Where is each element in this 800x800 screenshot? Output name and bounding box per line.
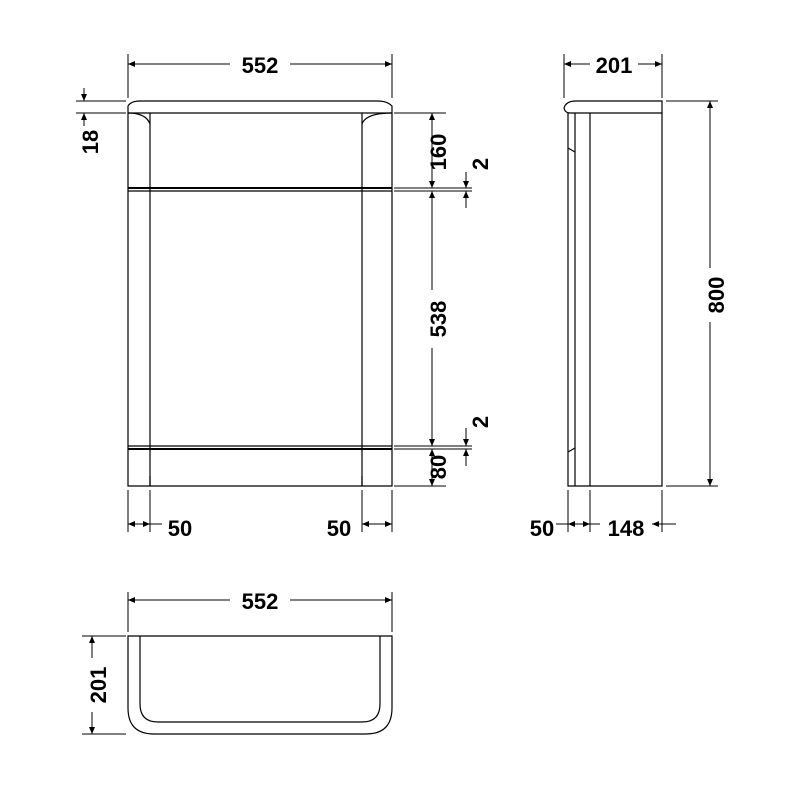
plan-depth-label: 201 (86, 667, 111, 704)
front-top-cap (127, 100, 393, 114)
side-top-cap (563, 100, 663, 114)
front-body-outline (127, 113, 393, 487)
front-plinth-corners (149, 476, 363, 486)
gap-bottom-label: 2 (468, 416, 493, 428)
front-width-label: 552 (242, 53, 279, 78)
side-door-edge-bottom (567, 447, 576, 453)
plan-width-label: 552 (242, 589, 279, 614)
left-side-label: 50 (168, 516, 192, 541)
top-rail-label: 160 (426, 134, 451, 171)
side-front-depth-label: 50 (530, 516, 554, 541)
plan-outer-outline (127, 635, 393, 735)
front-view: 552 18 160 2 538 2 80 (76, 53, 493, 541)
gap-top-label: 2 (468, 158, 493, 170)
plan-inner-outline (139, 636, 381, 723)
right-side-label: 50 (327, 516, 351, 541)
side-body-outline (567, 113, 663, 487)
front-right-side-panel (361, 112, 393, 486)
side-height-label: 800 (704, 277, 729, 314)
side-body-depth-label: 148 (608, 516, 645, 541)
panel-height-label: 538 (426, 301, 451, 338)
plinth-label: 80 (426, 455, 451, 479)
front-left-side-panel (127, 112, 151, 486)
side-view: 201 800 50 148 (530, 53, 729, 541)
side-depth-label: 201 (596, 53, 633, 78)
side-door-edge-top (567, 147, 576, 153)
plan-view: 552 201 (82, 589, 393, 735)
top-thickness-label: 18 (78, 130, 103, 154)
